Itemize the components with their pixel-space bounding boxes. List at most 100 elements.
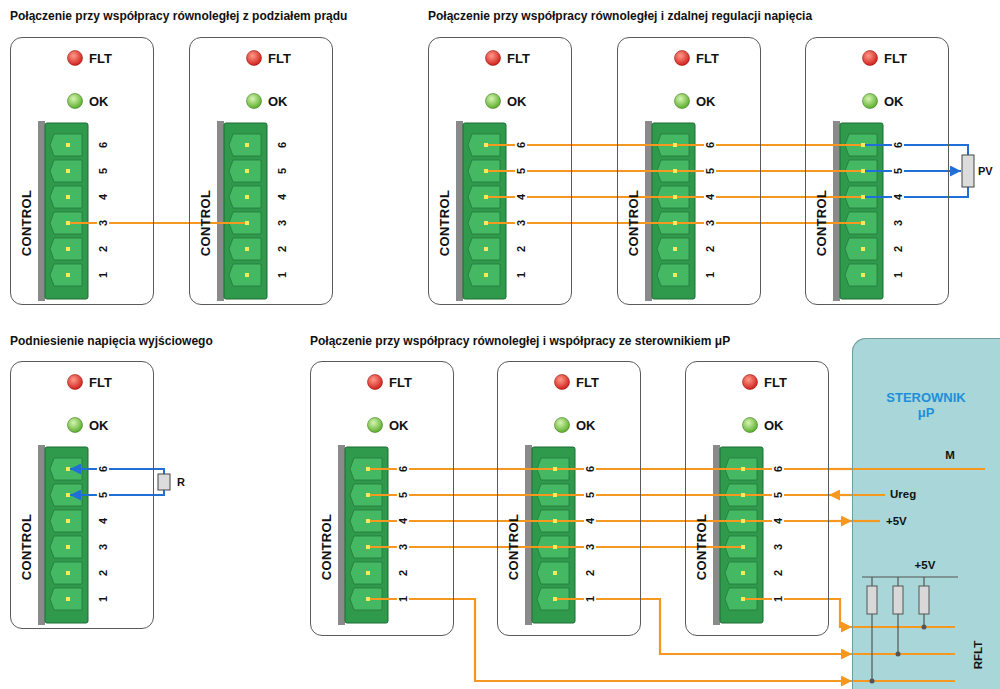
panel-heading: Połączenie przy współpracy równoległej z… bbox=[10, 10, 347, 23]
pin-contact bbox=[66, 571, 70, 575]
wire bbox=[641, 520, 685, 522]
ok-led bbox=[68, 94, 83, 109]
pin-number: 1 bbox=[584, 595, 596, 603]
resistor-label: R bbox=[176, 476, 186, 488]
wire bbox=[454, 494, 497, 496]
fault-led bbox=[68, 51, 83, 66]
led-label: FLT bbox=[268, 52, 291, 67]
pin-contact bbox=[741, 467, 745, 471]
terminal-slot bbox=[50, 588, 82, 610]
pin-wire bbox=[555, 598, 641, 600]
pin-number: 6 bbox=[772, 465, 784, 473]
terminal-slot bbox=[468, 238, 500, 260]
led-label: OK bbox=[507, 95, 527, 110]
terminal-slot bbox=[350, 562, 382, 584]
terminal-slot bbox=[229, 186, 261, 208]
pin-number: 6 bbox=[584, 465, 596, 473]
wire bbox=[641, 468, 685, 470]
module-box: FLTOKCONTROL bbox=[685, 361, 829, 636]
pin-wire bbox=[805, 170, 863, 172]
terminal-slot bbox=[50, 536, 82, 558]
fault-led bbox=[247, 51, 262, 66]
pin-number: 3 bbox=[892, 219, 904, 227]
pin-wire bbox=[685, 468, 743, 470]
controller-title: STEROWNIK μP bbox=[884, 391, 968, 421]
led-label: OK bbox=[696, 95, 716, 110]
terminal-slot bbox=[657, 264, 689, 286]
controller-box: STEROWNIK μP bbox=[852, 338, 1000, 689]
pin-wire bbox=[555, 520, 641, 522]
terminal-back bbox=[713, 445, 720, 625]
pin-wire bbox=[743, 598, 829, 600]
pin-number: 2 bbox=[772, 569, 784, 577]
pin-contact bbox=[673, 273, 677, 277]
terminal-slot bbox=[50, 510, 82, 532]
pin-contact bbox=[861, 195, 865, 199]
wire bbox=[154, 222, 189, 224]
signal-name: +5V bbox=[885, 515, 908, 528]
terminal-slot bbox=[229, 264, 261, 286]
wire bbox=[829, 599, 852, 627]
pin-contact bbox=[245, 221, 249, 225]
pin-number: 4 bbox=[97, 517, 109, 525]
pin-number: 6 bbox=[892, 141, 904, 149]
pin-contact bbox=[66, 545, 70, 549]
pin-number: 2 bbox=[515, 245, 527, 253]
pin-number: 1 bbox=[97, 595, 109, 603]
pin-contact bbox=[741, 597, 745, 601]
connector-label: CONTROL bbox=[438, 190, 453, 256]
ok-led bbox=[675, 94, 690, 109]
fault-led bbox=[486, 51, 501, 66]
wire bbox=[829, 520, 852, 522]
pin-wire bbox=[617, 144, 675, 146]
pin-contact bbox=[245, 247, 249, 251]
connector-label: CONTROL bbox=[20, 190, 35, 256]
led-label: FLT bbox=[389, 376, 412, 391]
terminal-body bbox=[224, 123, 267, 299]
pin-wire bbox=[486, 144, 572, 146]
pin-wires bbox=[68, 145, 985, 681]
panel-heading: Połączenie przy współpracy równoległej i… bbox=[310, 335, 730, 348]
pin-number: 3 bbox=[276, 219, 288, 227]
pin-wire bbox=[617, 170, 675, 172]
fault-led bbox=[555, 375, 570, 390]
terminal-body bbox=[345, 447, 388, 623]
wire bbox=[761, 222, 805, 224]
connectors bbox=[154, 145, 852, 681]
pin-contact bbox=[484, 221, 488, 225]
pin-contact bbox=[66, 519, 70, 523]
terminal-slot bbox=[229, 134, 261, 156]
led-label: OK bbox=[89, 95, 109, 110]
pin-number: 6 bbox=[704, 141, 716, 149]
wire bbox=[454, 546, 497, 548]
pin-number: 6 bbox=[97, 141, 109, 149]
terminal-body bbox=[463, 123, 506, 299]
pin-wire bbox=[555, 468, 641, 470]
terminal-back bbox=[38, 445, 45, 625]
connector-label: CONTROL bbox=[695, 514, 710, 580]
wire bbox=[70, 469, 164, 474]
pin-number: 3 bbox=[584, 543, 596, 551]
pin-number: 5 bbox=[276, 167, 288, 175]
wire bbox=[829, 468, 852, 470]
pin-number: 1 bbox=[515, 271, 527, 279]
led-label: OK bbox=[884, 95, 904, 110]
terminal-body bbox=[840, 123, 883, 299]
wire bbox=[572, 222, 617, 224]
module-box: FLTOKCONTROL bbox=[805, 37, 949, 305]
pin-contact bbox=[66, 169, 70, 173]
pin-number: 2 bbox=[97, 245, 109, 253]
layout bbox=[38, 51, 1000, 689]
pin-wire bbox=[852, 520, 880, 522]
pin-wire bbox=[685, 494, 743, 496]
layout-top bbox=[66, 143, 974, 684]
pin-wire bbox=[743, 468, 829, 470]
pin-contact bbox=[673, 247, 677, 251]
terminal-back bbox=[456, 121, 463, 301]
terminal-back bbox=[833, 121, 840, 301]
fault-led bbox=[68, 375, 83, 390]
pin-wire bbox=[675, 144, 761, 146]
signal-name: M bbox=[944, 449, 956, 462]
pin-contact bbox=[553, 493, 557, 497]
junction-dot bbox=[922, 625, 927, 630]
